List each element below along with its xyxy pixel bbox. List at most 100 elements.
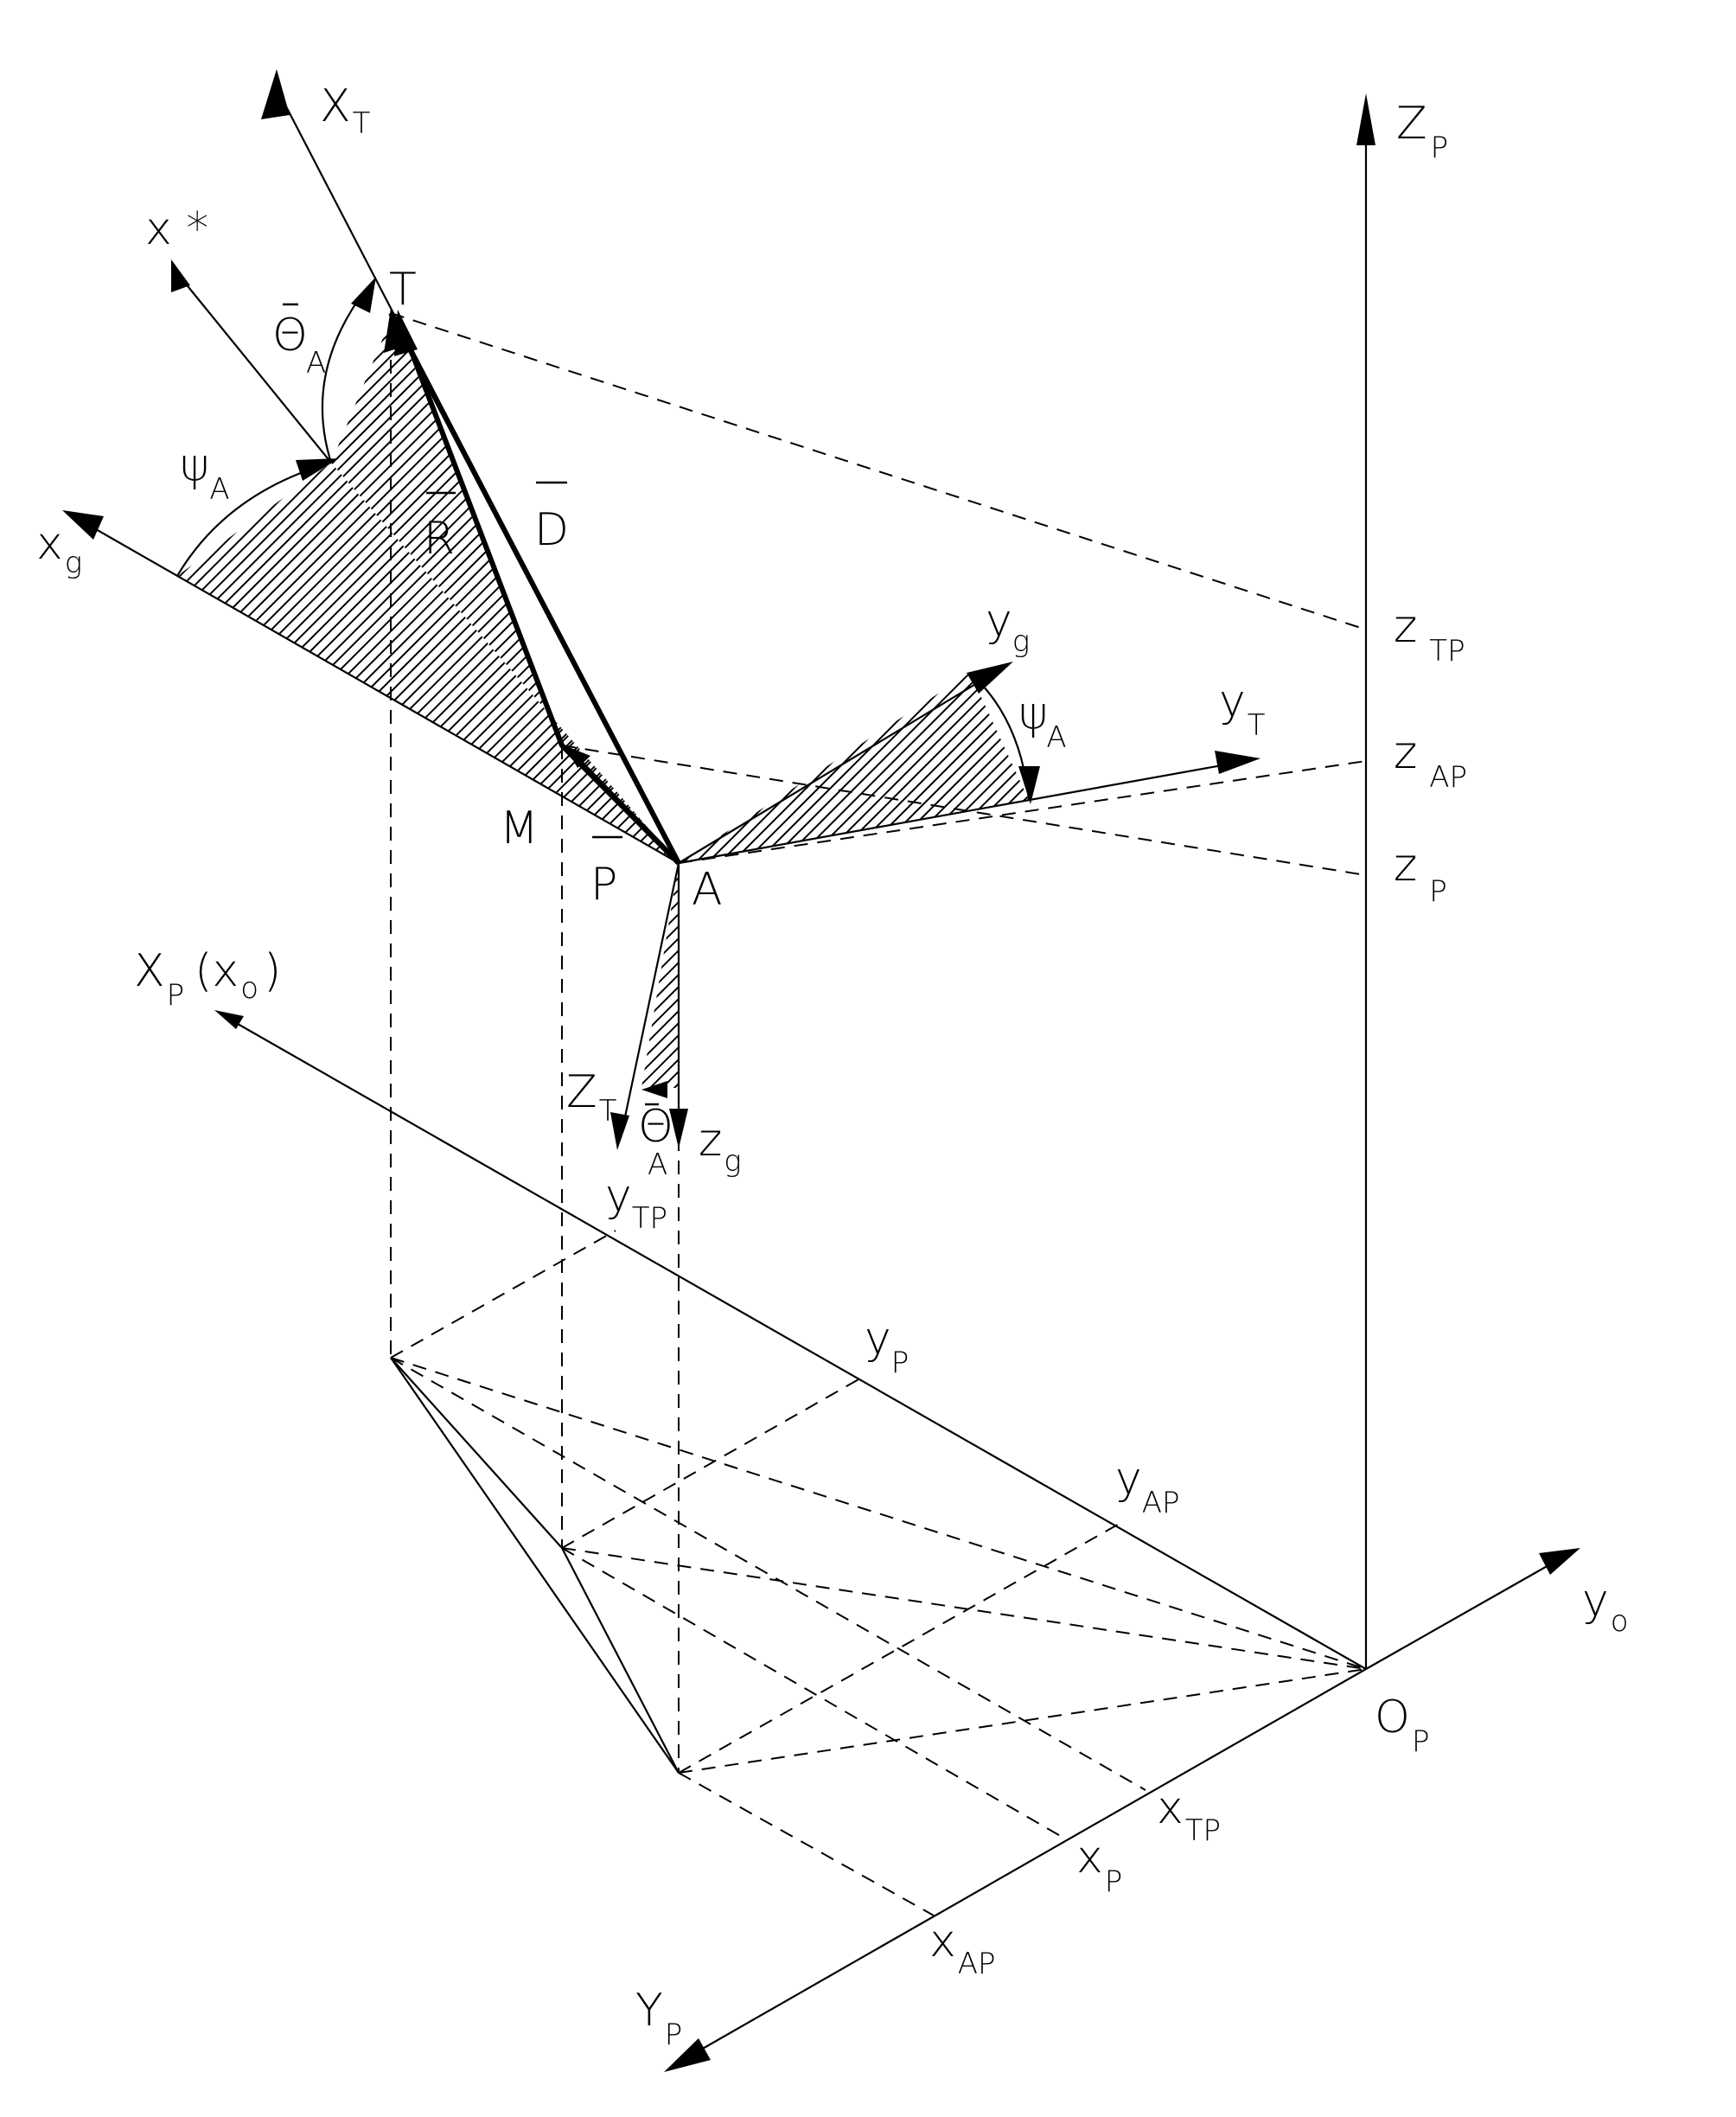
arrow-vector-r xyxy=(394,310,418,356)
hatch-line xyxy=(177,463,331,863)
xg-axis xyxy=(77,518,680,864)
hatch-line xyxy=(331,313,333,863)
arrow-psi-left xyxy=(296,458,339,481)
hatch-line xyxy=(886,673,1029,863)
hatch-line xyxy=(331,313,551,863)
hatch-line xyxy=(653,463,679,863)
hatch-line xyxy=(177,463,367,863)
label-yp-axis: YP xyxy=(635,1985,682,2052)
floor-edge-1 xyxy=(390,1357,680,1774)
hatch-line xyxy=(826,673,1026,863)
hatch-line xyxy=(177,463,404,863)
arrow-zt xyxy=(610,1112,629,1150)
arrow-xg xyxy=(62,510,104,540)
hatch-line xyxy=(177,463,319,863)
hatch-line xyxy=(331,313,635,863)
label-r: R xyxy=(424,513,455,565)
hatch-line xyxy=(177,463,380,863)
hatch-line xyxy=(641,863,679,1088)
hatch-line xyxy=(331,313,679,863)
hatch-line xyxy=(692,673,893,863)
hatch-line xyxy=(814,673,1014,863)
hatch-line xyxy=(331,313,679,863)
hatch-line xyxy=(668,313,679,863)
hatch-line xyxy=(695,856,930,1091)
hatch-line xyxy=(596,313,679,863)
hatch-line xyxy=(641,863,679,1088)
hatch-line xyxy=(495,463,679,863)
hatch-line xyxy=(331,313,490,863)
arrow-xt xyxy=(261,69,290,119)
t-floor-ytp xyxy=(390,1230,616,1359)
hatch-line xyxy=(641,863,665,1088)
hatch-line xyxy=(641,863,679,1088)
hatch-line xyxy=(177,463,186,863)
hatch-line xyxy=(690,450,1105,865)
hatch-line xyxy=(331,313,660,863)
label-zg: zg xyxy=(699,1115,742,1179)
floor-edge-2 xyxy=(390,1357,563,1549)
label-d: D xyxy=(534,504,569,556)
hatch-line xyxy=(910,673,1029,863)
arrow-yo xyxy=(1539,1548,1580,1575)
m-to-zp xyxy=(561,745,1367,876)
hatch-line xyxy=(331,313,679,863)
label-zt: ZT xyxy=(566,1066,617,1129)
hatch-line xyxy=(584,313,679,863)
hatch-line xyxy=(801,673,1002,863)
hatch-line xyxy=(177,463,283,863)
hatch-line xyxy=(959,673,1029,863)
label-xstar: x * xyxy=(145,203,208,255)
hatch-line xyxy=(983,673,1029,863)
hatch-line xyxy=(641,863,677,1088)
hatch-line xyxy=(177,463,307,863)
arrow-zg xyxy=(669,1109,688,1148)
hatch-line xyxy=(177,463,343,863)
label-t: T xyxy=(389,264,417,316)
arrow-yg xyxy=(967,662,1013,694)
arrow-psi-right xyxy=(1018,766,1040,804)
m-floor-op xyxy=(561,1547,1367,1670)
hatch-line xyxy=(177,463,222,863)
yg-axis xyxy=(678,672,995,864)
label-xtp: xTP xyxy=(1157,1782,1221,1848)
hatch-line xyxy=(559,313,679,863)
hatch-line xyxy=(331,313,502,863)
hatch-line xyxy=(532,463,679,863)
hatch-line xyxy=(714,450,1129,865)
hatch-line xyxy=(177,463,198,863)
yo-axis xyxy=(1365,1560,1557,1670)
hatch-theta-top xyxy=(331,294,1288,865)
hatch-line xyxy=(520,463,679,863)
hatch-line xyxy=(705,294,1276,865)
arrow-yp xyxy=(664,2038,711,2072)
yt-axis xyxy=(678,761,1237,865)
hatch-line xyxy=(177,463,392,863)
hatch-line xyxy=(331,313,405,863)
hatch-line xyxy=(641,863,679,1088)
hatch-line xyxy=(898,673,1029,863)
a-floor-op xyxy=(678,1668,1367,1774)
hatch-line xyxy=(331,313,679,863)
hatch-line xyxy=(608,313,679,863)
vector-d xyxy=(388,311,681,865)
hatch-line xyxy=(535,313,679,863)
floor-edge-3 xyxy=(561,1547,680,1774)
hatch-line xyxy=(765,673,966,863)
hatch-line xyxy=(718,294,1288,865)
hatch-line xyxy=(331,313,623,863)
hatch-line xyxy=(729,673,929,863)
label-psi-right: ψA xyxy=(1018,688,1067,755)
hatch-line xyxy=(702,450,1117,865)
hatch-line xyxy=(507,463,679,863)
hatch-line xyxy=(679,673,808,863)
a-floor-yap xyxy=(678,1521,1123,1774)
hatch-line xyxy=(571,313,679,863)
hatch-line xyxy=(679,673,724,863)
label-ytp: yTP xyxy=(605,1170,667,1236)
a-floor-xap xyxy=(678,1772,935,1916)
